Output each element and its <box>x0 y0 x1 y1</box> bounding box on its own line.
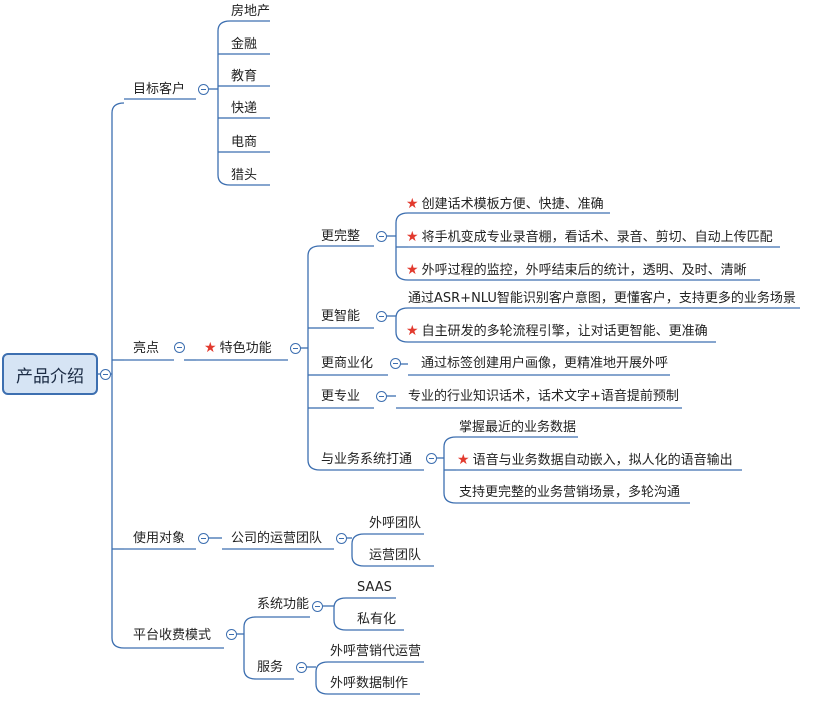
target-item[interactable]: 金融 <box>231 37 258 52</box>
branch-target-customers[interactable]: 目标客户 <box>133 82 186 97</box>
integration-item[interactable]: 掌握最近的业务数据 <box>459 420 577 435</box>
operations-team-node[interactable]: 公司的运营团队 <box>231 531 323 546</box>
feature-node[interactable]: ★特色功能 <box>204 340 272 356</box>
star-icon: ★ <box>406 196 419 212</box>
integration-item[interactable]: 支持更完整的业务营销场景，多轮沟通 <box>459 485 681 500</box>
system-item[interactable]: SAAS <box>357 580 392 595</box>
star-icon: ★ <box>457 452 470 468</box>
collapse-icon[interactable] <box>226 629 237 640</box>
system-item[interactable]: 私有化 <box>357 612 397 627</box>
star-icon: ★ <box>204 340 217 356</box>
complete-item[interactable]: ★外呼过程的监控，外呼结束后的统计，透明、及时、清晰 <box>406 262 747 278</box>
collapse-icon[interactable] <box>312 601 323 612</box>
collapse-icon[interactable] <box>290 343 301 354</box>
collapse-icon[interactable] <box>336 533 347 544</box>
user-item[interactable]: 运营团队 <box>369 548 422 563</box>
star-icon: ★ <box>406 262 419 278</box>
commercial-item[interactable]: 通过标签创建用户画像，更精准地开展外呼 <box>421 356 669 371</box>
collapse-icon[interactable] <box>198 533 209 544</box>
collapse-icon[interactable] <box>376 311 387 322</box>
group-more-complete[interactable]: 更完整 <box>321 229 361 244</box>
target-item[interactable]: 教育 <box>231 69 258 84</box>
branch-users[interactable]: 使用对象 <box>133 531 186 546</box>
complete-item[interactable]: ★将手机变成专业录音棚，看话术、录音、剪切、自动上传匹配 <box>406 229 773 245</box>
collapse-icon[interactable] <box>174 342 185 353</box>
collapse-icon[interactable] <box>296 662 307 673</box>
group-smarter[interactable]: 更智能 <box>321 309 361 324</box>
integration-item[interactable]: ★语音与业务数据自动嵌入，拟人化的语音输出 <box>457 452 733 468</box>
star-icon: ★ <box>406 229 419 245</box>
group-more-professional[interactable]: 更专业 <box>321 389 361 404</box>
service-item[interactable]: 外呼数据制作 <box>330 676 409 691</box>
professional-item[interactable]: 专业的行业知识话术，话术文字+语音提前预制 <box>408 389 679 404</box>
target-item[interactable]: 猎头 <box>231 168 258 183</box>
group-system-integration[interactable]: 与业务系统打通 <box>321 452 413 467</box>
system-function-node[interactable]: 系统功能 <box>257 597 310 612</box>
collapse-icon[interactable] <box>376 231 387 242</box>
smart-item[interactable]: 通过ASR+NLU智能识别客户意图，更懂客户，支持更多的业务场景 <box>408 291 796 306</box>
branch-highlights[interactable]: 亮点 <box>133 341 160 356</box>
service-node[interactable]: 服务 <box>257 660 284 675</box>
star-icon: ★ <box>406 323 419 339</box>
target-item[interactable]: 电商 <box>231 135 258 150</box>
collapse-icon[interactable] <box>198 84 209 95</box>
user-item[interactable]: 外呼团队 <box>369 516 422 531</box>
collapse-icon[interactable] <box>390 358 401 369</box>
target-item[interactable]: 快递 <box>231 101 258 116</box>
collapse-icon[interactable] <box>100 369 111 380</box>
collapse-icon[interactable] <box>426 453 437 464</box>
complete-item[interactable]: ★创建话术模板方便、快捷、准确 <box>406 196 604 212</box>
group-more-commercial[interactable]: 更商业化 <box>321 356 374 371</box>
branch-billing[interactable]: 平台收费模式 <box>133 628 212 643</box>
collapse-icon[interactable] <box>376 391 387 402</box>
smart-item[interactable]: ★自主研发的多轮流程引擎，让对话更智能、更准确 <box>406 323 708 339</box>
root-node[interactable]: 产品介绍 <box>2 353 98 395</box>
target-item[interactable]: 房地产 <box>231 4 271 19</box>
service-item[interactable]: 外呼营销代运营 <box>330 644 422 659</box>
